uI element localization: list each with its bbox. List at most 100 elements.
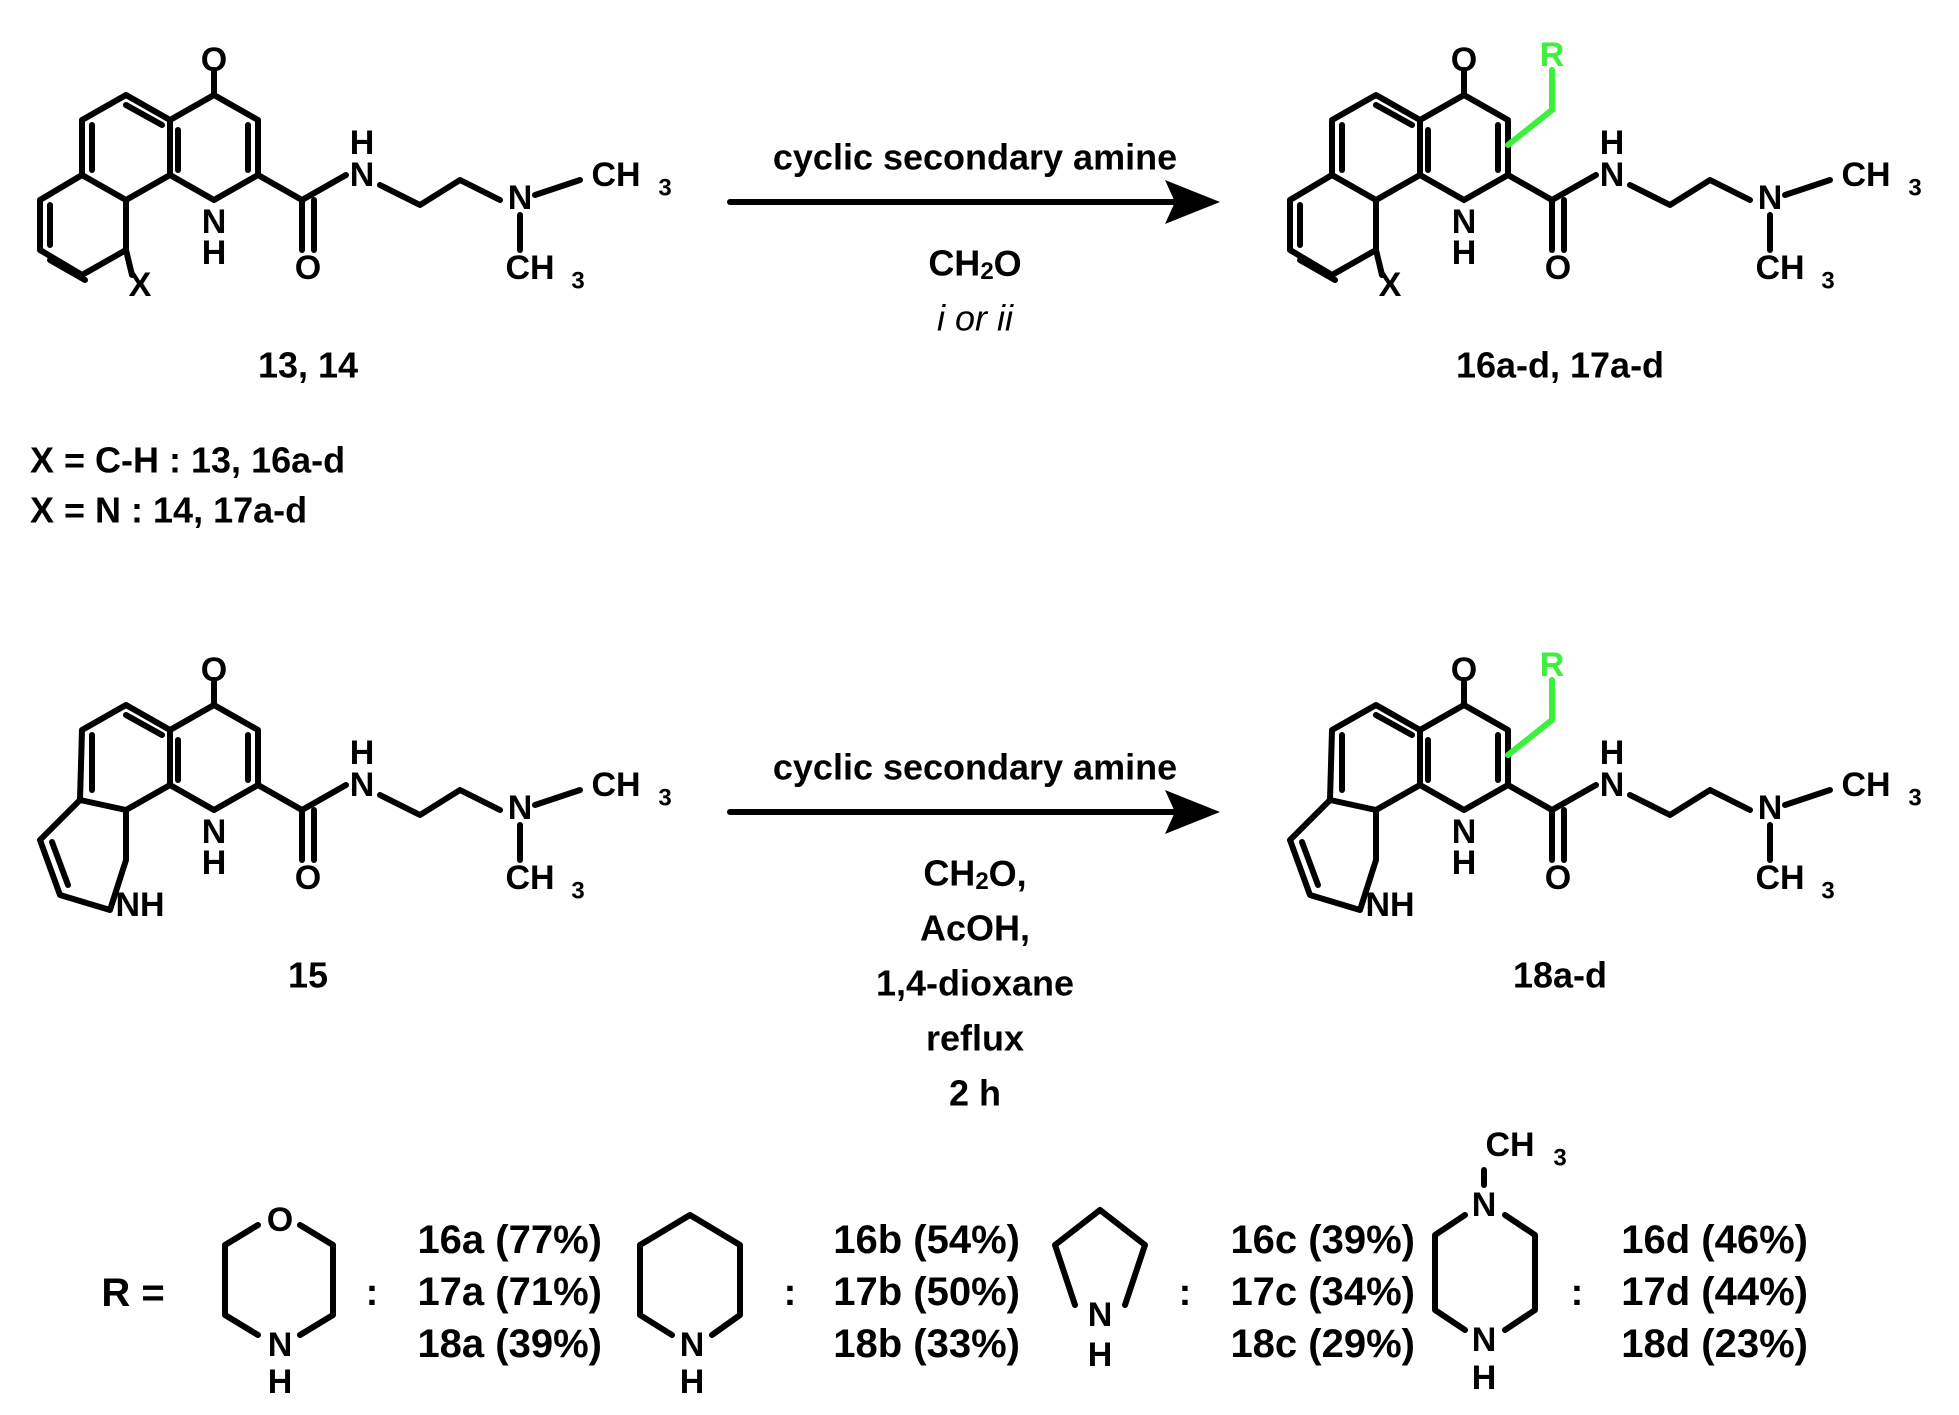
svg-text:H: H (1600, 734, 1625, 772)
svg-text::: : (1571, 1272, 1584, 1314)
reaction-1-condition-2: i or ii (937, 298, 1014, 339)
reaction-2-condition-3: 1,4-dioxane (876, 963, 1074, 1004)
svg-text:N: N (1472, 1186, 1497, 1224)
svg-text:CH: CH (1841, 156, 1890, 194)
r-group-label-2: R (1540, 646, 1565, 684)
svg-text:N: N (350, 766, 375, 804)
svg-text:O: O (1545, 859, 1571, 897)
svg-text:O: O (267, 1201, 293, 1239)
reaction-2-condition-ch2o: CH2O, (923, 853, 1026, 895)
svg-text:N: N (1600, 766, 1625, 804)
reaction-2-condition-5: 2 h (949, 1073, 1001, 1114)
yield-18b: 18b (33%) (833, 1322, 1020, 1366)
svg-text:N: N (268, 1326, 293, 1364)
yield-18c: 18c (29%) (1230, 1322, 1415, 1366)
yield-17c: 17c (34%) (1230, 1270, 1415, 1314)
svg-text:O: O (1451, 651, 1477, 689)
morpholine-structure (222, 1222, 336, 1338)
svg-text:H: H (268, 1363, 293, 1401)
reaction-2-condition-4: reflux (926, 1018, 1024, 1059)
svg-text:N: N (1088, 1296, 1113, 1334)
svg-text:N: N (680, 1326, 705, 1364)
svg-text:X: X (129, 266, 152, 304)
compound-label-15: 15 (288, 955, 328, 996)
yield-18d: 18d (23%) (1621, 1322, 1808, 1366)
svg-text:CH: CH (1755, 859, 1804, 897)
yield-16d: 16d (46%) (1621, 1218, 1808, 1262)
svg-text:H: H (1452, 234, 1477, 272)
svg-text:3: 3 (658, 175, 671, 202)
svg-text:N: N (350, 156, 375, 194)
svg-text:N: N (1472, 1321, 1497, 1359)
yield-18a: 18a (39%) (417, 1322, 602, 1366)
svg-text:X: X (1379, 266, 1402, 304)
structure-13-14 (37, 67, 583, 283)
yield-17b: 17b (50%) (833, 1270, 1020, 1314)
svg-text:N: N (1758, 789, 1783, 827)
svg-text:3: 3 (571, 268, 584, 295)
svg-text:H: H (1452, 844, 1477, 882)
compound-label-13-14: 13, 14 (258, 345, 358, 386)
svg-text:H: H (680, 1363, 705, 1401)
piperidine-structure (637, 1212, 743, 1338)
svg-text:N: N (508, 179, 533, 217)
svg-text:CH: CH (591, 766, 640, 804)
structure-15 (37, 677, 583, 913)
svg-text:H: H (350, 124, 375, 162)
svg-text:CH: CH (505, 249, 554, 287)
x-definition-1: X = C-H : 13, 16a-d (30, 440, 345, 481)
svg-text::: : (366, 1272, 379, 1314)
x-definition-2: X = N : 14, 17a-d (30, 490, 307, 531)
svg-text:3: 3 (1821, 878, 1834, 905)
reaction-2-condition-2: AcOH, (920, 908, 1030, 949)
yield-17d: 17d (44%) (1621, 1270, 1808, 1314)
r-group-label-1: R (1540, 36, 1565, 74)
svg-text:O: O (295, 859, 321, 897)
svg-text:N: N (508, 789, 533, 827)
svg-text:N: N (202, 813, 227, 851)
reaction-1-reagent: cyclic secondary amine (773, 137, 1177, 178)
svg-text::: : (784, 1272, 797, 1314)
svg-text:N: N (1452, 203, 1477, 241)
svg-text::: : (1179, 1272, 1192, 1314)
svg-text:NH: NH (1365, 886, 1414, 924)
reaction-2-reagent: cyclic secondary amine (773, 747, 1177, 788)
svg-text:3: 3 (658, 785, 671, 812)
structure-18 (1287, 677, 1833, 913)
svg-text:3: 3 (1553, 1145, 1566, 1172)
yield-17a: 17a (71%) (417, 1270, 602, 1314)
svg-text:H: H (202, 234, 227, 272)
yield-16c: 16c (39%) (1230, 1218, 1415, 1262)
yield-16b: 16b (54%) (833, 1218, 1020, 1262)
svg-text:CH: CH (1755, 249, 1804, 287)
svg-text:CH: CH (591, 156, 640, 194)
svg-text:3: 3 (1821, 268, 1834, 295)
svg-text:O: O (295, 249, 321, 287)
yield-16a: 16a (77%) (417, 1218, 602, 1262)
svg-text:3: 3 (571, 878, 584, 905)
svg-text:N: N (1452, 813, 1477, 851)
svg-text:H: H (1088, 1336, 1113, 1374)
compound-label-16-17: 16a-d, 17a-d (1456, 345, 1664, 386)
svg-text:O: O (1451, 41, 1477, 79)
svg-text:H: H (1472, 1359, 1497, 1397)
svg-text:O: O (201, 41, 227, 79)
svg-text:CH: CH (505, 859, 554, 897)
r-prefix: R = (101, 1271, 164, 1315)
svg-text:CH: CH (1841, 766, 1890, 804)
svg-text:O: O (1545, 249, 1571, 287)
svg-text:N: N (202, 203, 227, 241)
pyrrolidine-structure (1052, 1207, 1148, 1308)
svg-text:NH: NH (115, 886, 164, 924)
svg-text:H: H (350, 734, 375, 772)
svg-text:O: O (201, 651, 227, 689)
svg-text:H: H (202, 844, 227, 882)
n-methylpiperazine-structure (1432, 1167, 1538, 1333)
reaction-1-condition-ch2o: CH2O (928, 243, 1021, 285)
svg-text:N: N (1600, 156, 1625, 194)
svg-text:N: N (1758, 179, 1783, 217)
svg-text:3: 3 (1908, 785, 1921, 812)
svg-text:3: 3 (1908, 175, 1921, 202)
compound-label-18: 18a-d (1513, 955, 1607, 996)
